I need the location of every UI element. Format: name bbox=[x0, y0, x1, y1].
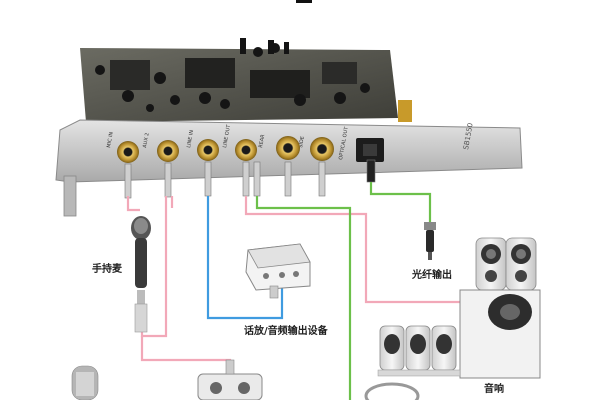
port-label-mic-in: MIC IN bbox=[106, 131, 115, 148]
speaker-system bbox=[364, 237, 541, 404]
jack-line-out bbox=[235, 139, 257, 161]
audio-interface bbox=[197, 359, 263, 401]
jack-aux-2 bbox=[157, 140, 179, 162]
label-microphone: 手持麦 bbox=[92, 264, 122, 275]
port-label-side: SIDE bbox=[298, 136, 306, 149]
cables bbox=[126, 182, 466, 400]
audio-jacks bbox=[117, 136, 384, 163]
microphone bbox=[131, 216, 151, 333]
top-marker bbox=[296, 0, 312, 3]
label-optical-out: 光纤输出 bbox=[412, 270, 452, 281]
port-label-line-in: LINE IN bbox=[186, 129, 195, 148]
jack-mic-in bbox=[117, 141, 139, 163]
jack-side bbox=[310, 137, 334, 161]
jack-line-in bbox=[197, 139, 219, 161]
condenser-microphone bbox=[71, 365, 99, 401]
port-label-optical-out: OPTICAL OUT bbox=[338, 125, 350, 160]
port-label-rear: REAR bbox=[258, 133, 266, 148]
optical-connector bbox=[424, 222, 436, 260]
jack-rear bbox=[276, 136, 300, 160]
label-speakers: 音响 bbox=[484, 384, 504, 395]
cable-plugs bbox=[124, 159, 376, 199]
port-label-line-out: LINE OUT bbox=[222, 123, 232, 148]
label-amp-device: 话放/音频输出设备 bbox=[244, 326, 328, 337]
port-label-aux-2: AUX 2 bbox=[142, 132, 151, 148]
sound-card-pcb bbox=[80, 38, 412, 122]
amp-device bbox=[245, 243, 311, 299]
